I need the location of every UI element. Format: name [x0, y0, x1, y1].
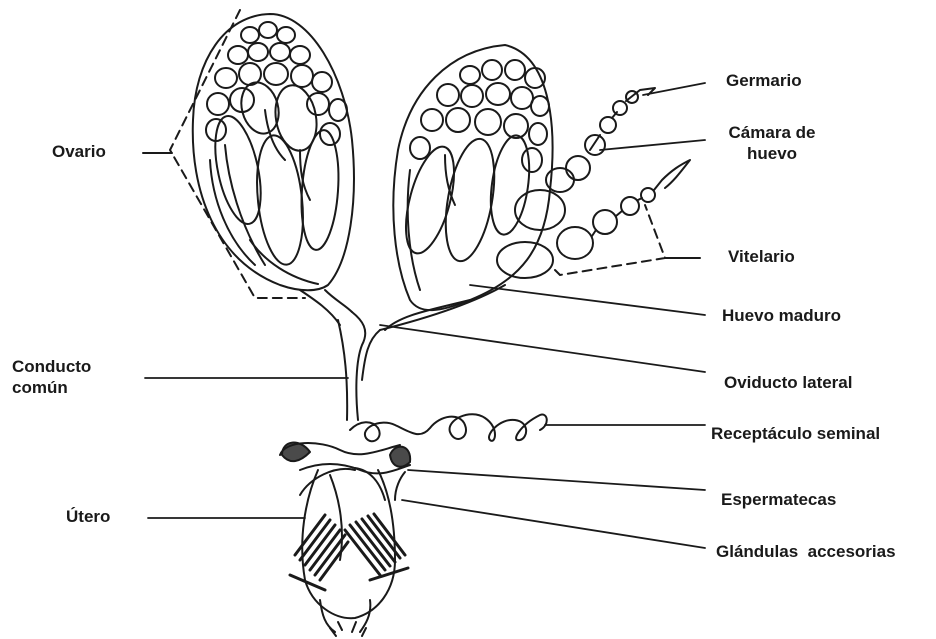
accessory-gland-right: [345, 514, 408, 580]
label-utero: Útero: [66, 506, 110, 527]
label-huevo-maduro: Huevo maduro: [722, 305, 841, 326]
leader-lines: [145, 83, 705, 548]
label-conducto-comun: Conducto común: [12, 356, 91, 399]
label-receptaculo-seminal: Receptáculo seminal: [711, 423, 880, 444]
label-germario: Germario: [726, 70, 802, 91]
label-ovario: Ovario: [52, 141, 106, 162]
label-camara-de-huevo: Cámara de huevo: [722, 122, 822, 165]
label-conducto-line1: Conducto: [12, 356, 91, 377]
label-camara-line1: Cámara de: [722, 122, 822, 143]
vitelario-chain-upper: [515, 88, 655, 230]
label-vitelario: Vitelario: [728, 246, 795, 267]
label-camara-line2: huevo: [722, 143, 822, 164]
label-glandulas-accesorias: Glándulas accesorias: [716, 541, 896, 562]
vitelario-bracket: [555, 205, 665, 275]
label-conducto-line2: común: [12, 377, 91, 398]
ovario-bracket: [170, 10, 305, 298]
receptaculo-seminal-coil: [350, 414, 547, 441]
label-espermatecas: Espermatecas: [721, 489, 836, 510]
label-oviducto-lateral: Oviducto lateral: [724, 372, 852, 393]
uterus: [290, 470, 408, 636]
accessory-gland-left: [290, 515, 348, 590]
right-ovary: [380, 45, 690, 330]
oviducts: [338, 312, 380, 420]
left-ovary: [193, 14, 354, 325]
right-ovary-follicles: [396, 133, 534, 290]
